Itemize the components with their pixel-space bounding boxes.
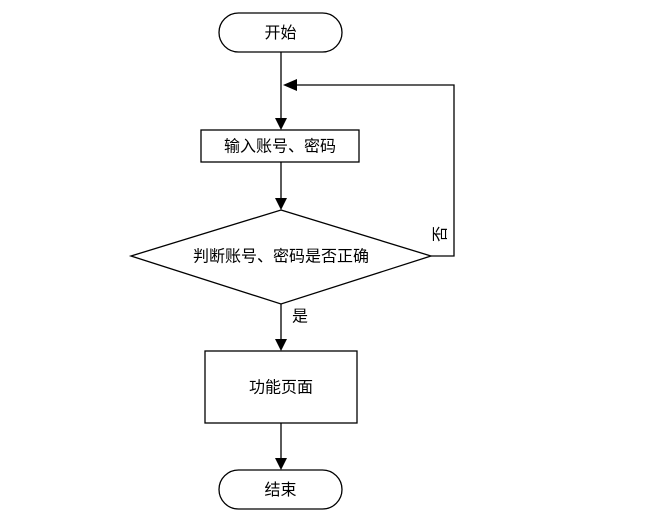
start-label: 开始 (264, 23, 296, 42)
input-label: 输入账号、密码 (224, 137, 336, 156)
input-node: 输入账号、密码 (200, 129, 360, 163)
arrowhead (283, 79, 297, 91)
decision-label: 判断账号、密码是否正确 (193, 247, 369, 266)
edge-function-to-end (275, 423, 287, 470)
arrowhead (275, 198, 287, 210)
function-page-label: 功能页面 (249, 378, 313, 397)
start-node: 开始 (218, 12, 343, 53)
arrowhead (275, 458, 287, 470)
edge-decision-yes: 是 (275, 304, 308, 351)
no-label: 否 (431, 226, 450, 242)
arrowhead (275, 118, 287, 130)
yes-label: 是 (292, 307, 308, 326)
decision-node: 判断账号、密码是否正确 (128, 209, 434, 305)
edge-input-to-decision (275, 162, 287, 210)
end-node: 结束 (218, 469, 343, 510)
edge-start-to-input (275, 52, 287, 130)
edge-decision-no-loop: 否 (283, 79, 455, 257)
arrowhead (275, 339, 287, 351)
end-label: 结束 (264, 480, 296, 499)
function-page-node: 功能页面 (204, 350, 358, 424)
